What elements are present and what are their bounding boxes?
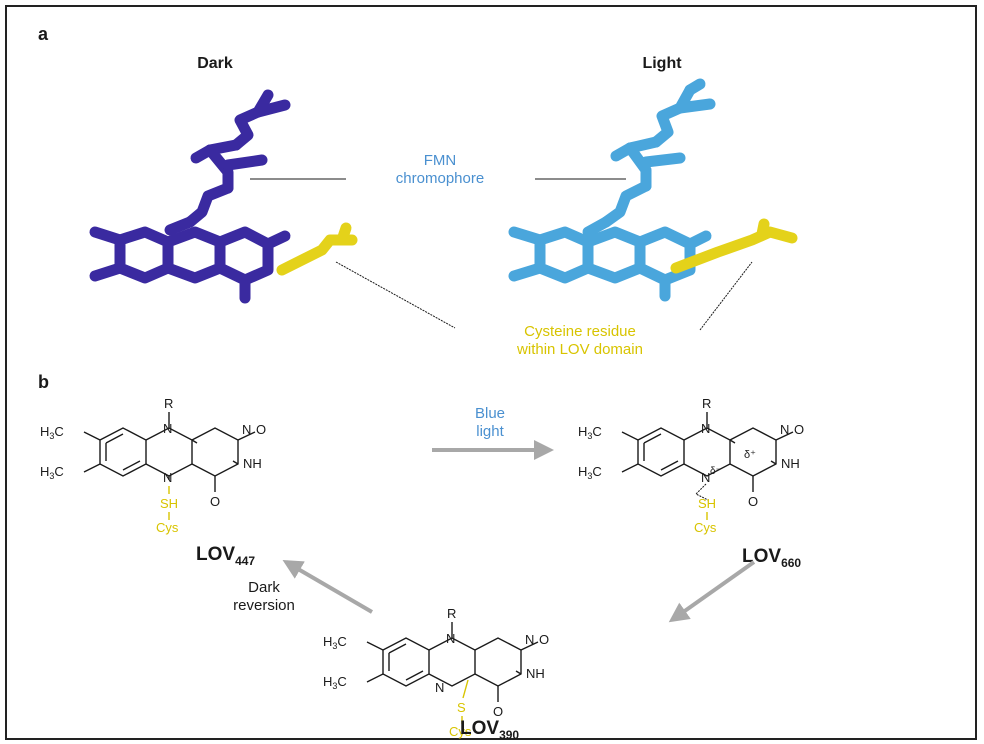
svg-text:NH: NH <box>781 456 800 471</box>
fmn-label-line1: FMN <box>424 152 457 169</box>
light-cysteine <box>670 218 798 274</box>
svg-text:H3C: H3C <box>40 424 64 441</box>
svg-text:H3C: H3C <box>40 464 64 481</box>
svg-text:H3C: H3C <box>578 464 602 481</box>
svg-text:O: O <box>539 632 549 647</box>
lov390-label: LOV390 <box>460 718 519 742</box>
cys-label-line2: within LOV domain <box>516 341 643 358</box>
structure-lov660: H3C H3C R N N δ⁻ δ⁺ N O NH O SH Cys <box>578 396 804 535</box>
svg-text:O: O <box>256 422 266 437</box>
svg-text:N: N <box>435 680 444 695</box>
panel-a-letter: a <box>38 24 49 44</box>
svg-text:N: N <box>163 421 172 436</box>
dark-reversion-arrow <box>282 559 374 614</box>
svg-text:N: N <box>242 422 251 437</box>
figure-border <box>5 5 977 740</box>
svg-text:δ⁻: δ⁻ <box>710 466 721 477</box>
relaxation-arrow <box>668 560 756 623</box>
svg-text:R: R <box>447 606 456 621</box>
cys-leader-right <box>699 261 753 331</box>
svg-text:O: O <box>794 422 804 437</box>
structure-lov447: H3C H3C R N N N O NH O SH Cys <box>40 396 266 535</box>
svg-text:H3C: H3C <box>323 634 347 651</box>
dark-reversion-line1: Dark <box>248 579 280 596</box>
dark-cysteine <box>276 222 358 276</box>
svg-text:Cys: Cys <box>694 520 717 535</box>
svg-text:N: N <box>446 631 455 646</box>
svg-text:N: N <box>780 422 789 437</box>
svg-text:δ⁺: δ⁺ <box>744 449 756 461</box>
svg-text:H3C: H3C <box>578 424 602 441</box>
cys-leader-left <box>335 261 456 329</box>
cys-label-line1: Cysteine residue <box>524 323 636 340</box>
svg-text:O: O <box>493 704 503 719</box>
svg-text:N: N <box>701 421 710 436</box>
svg-text:N: N <box>701 470 710 485</box>
svg-text:N: N <box>525 632 534 647</box>
blue-light-label-line1: Blue <box>475 405 505 422</box>
svg-text:SH: SH <box>698 496 716 511</box>
structure-lov390: H3C H3C R N N N O NH O S Cys <box>323 606 549 739</box>
blue-light-label-line2: light <box>476 423 504 440</box>
svg-text:O: O <box>210 494 220 509</box>
dark-fmn-model <box>89 89 291 304</box>
svg-text:S: S <box>457 700 466 715</box>
dark-title: Dark <box>197 55 233 72</box>
panel-b-letter: b <box>38 372 49 392</box>
lov447-label: LOV447 <box>196 544 255 568</box>
svg-text:SH: SH <box>160 496 178 511</box>
svg-text:R: R <box>702 396 711 411</box>
light-fmn-model <box>508 78 716 302</box>
svg-text:Cys: Cys <box>449 724 472 739</box>
svg-text:O: O <box>748 494 758 509</box>
dark-reversion-line2: reversion <box>233 597 295 614</box>
fmn-label-line2: chromophore <box>396 170 484 187</box>
svg-text:NH: NH <box>243 456 262 471</box>
svg-text:N: N <box>163 470 172 485</box>
light-title: Light <box>642 55 682 72</box>
svg-text:NH: NH <box>526 666 545 681</box>
svg-text:Cys: Cys <box>156 520 179 535</box>
svg-text:R: R <box>164 396 173 411</box>
svg-text:H3C: H3C <box>323 674 347 691</box>
